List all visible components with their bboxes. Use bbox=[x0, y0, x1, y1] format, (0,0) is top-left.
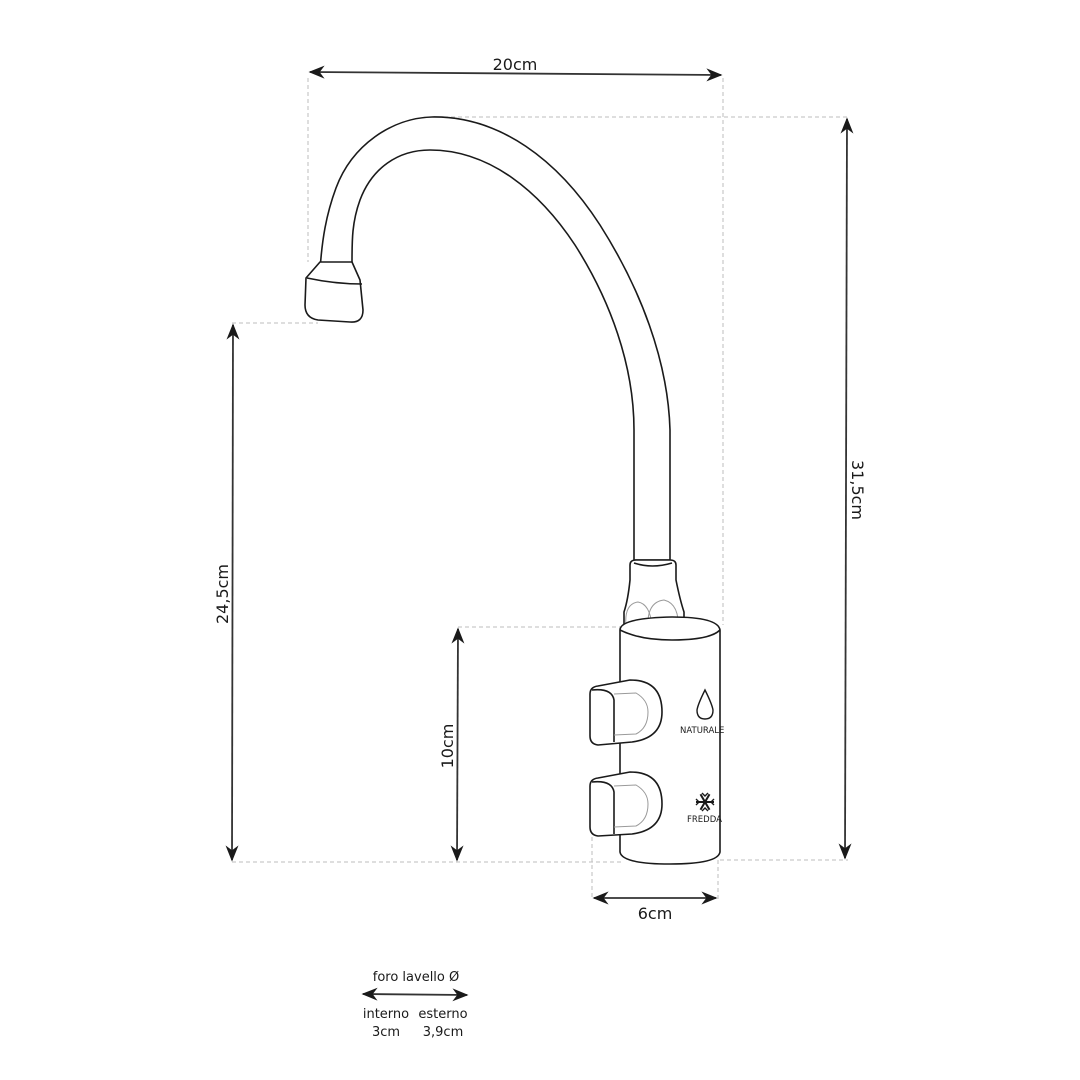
fredda-button[interactable] bbox=[589, 771, 663, 837]
internal-value: 3cm bbox=[372, 1025, 400, 1040]
dimension-height-31-5cm: 31,5cm bbox=[838, 117, 867, 860]
faucet: NATURALE FREDDA bbox=[304, 116, 724, 865]
fredda-label: FREDDA bbox=[687, 815, 722, 825]
internal-label: interno bbox=[363, 1007, 409, 1022]
svg-text:20cm: 20cm bbox=[493, 55, 538, 74]
external-value: 3,9cm bbox=[423, 1025, 464, 1040]
svg-text:31,5cm: 31,5cm bbox=[848, 460, 867, 520]
svg-text:24,5cm: 24,5cm bbox=[213, 564, 232, 624]
svg-text:10cm: 10cm bbox=[438, 724, 457, 769]
dimension-width-6cm: 6cm bbox=[592, 891, 718, 923]
extension-lines bbox=[232, 78, 848, 900]
spout-collar bbox=[623, 559, 685, 631]
water-drop-icon bbox=[696, 688, 714, 720]
naturale-label: NATURALE bbox=[680, 726, 724, 736]
aerator-nozzle bbox=[304, 261, 364, 323]
dimension-height-10cm: 10cm bbox=[438, 627, 465, 862]
dimension-height-24-5cm: 24,5cm bbox=[213, 323, 240, 862]
svg-text:6cm: 6cm bbox=[638, 904, 673, 923]
gooseneck-spout bbox=[319, 116, 671, 561]
snowflake-icon bbox=[695, 792, 715, 812]
sink-hole-title: foro lavello Ø bbox=[373, 970, 460, 985]
external-label: esterno bbox=[418, 1007, 467, 1022]
naturale-button[interactable] bbox=[589, 679, 663, 746]
dimension-width-20cm: 20cm bbox=[308, 55, 723, 82]
sink-hole-note: foro lavello Ø interno 3cm esterno 3,9cm bbox=[361, 970, 469, 1040]
